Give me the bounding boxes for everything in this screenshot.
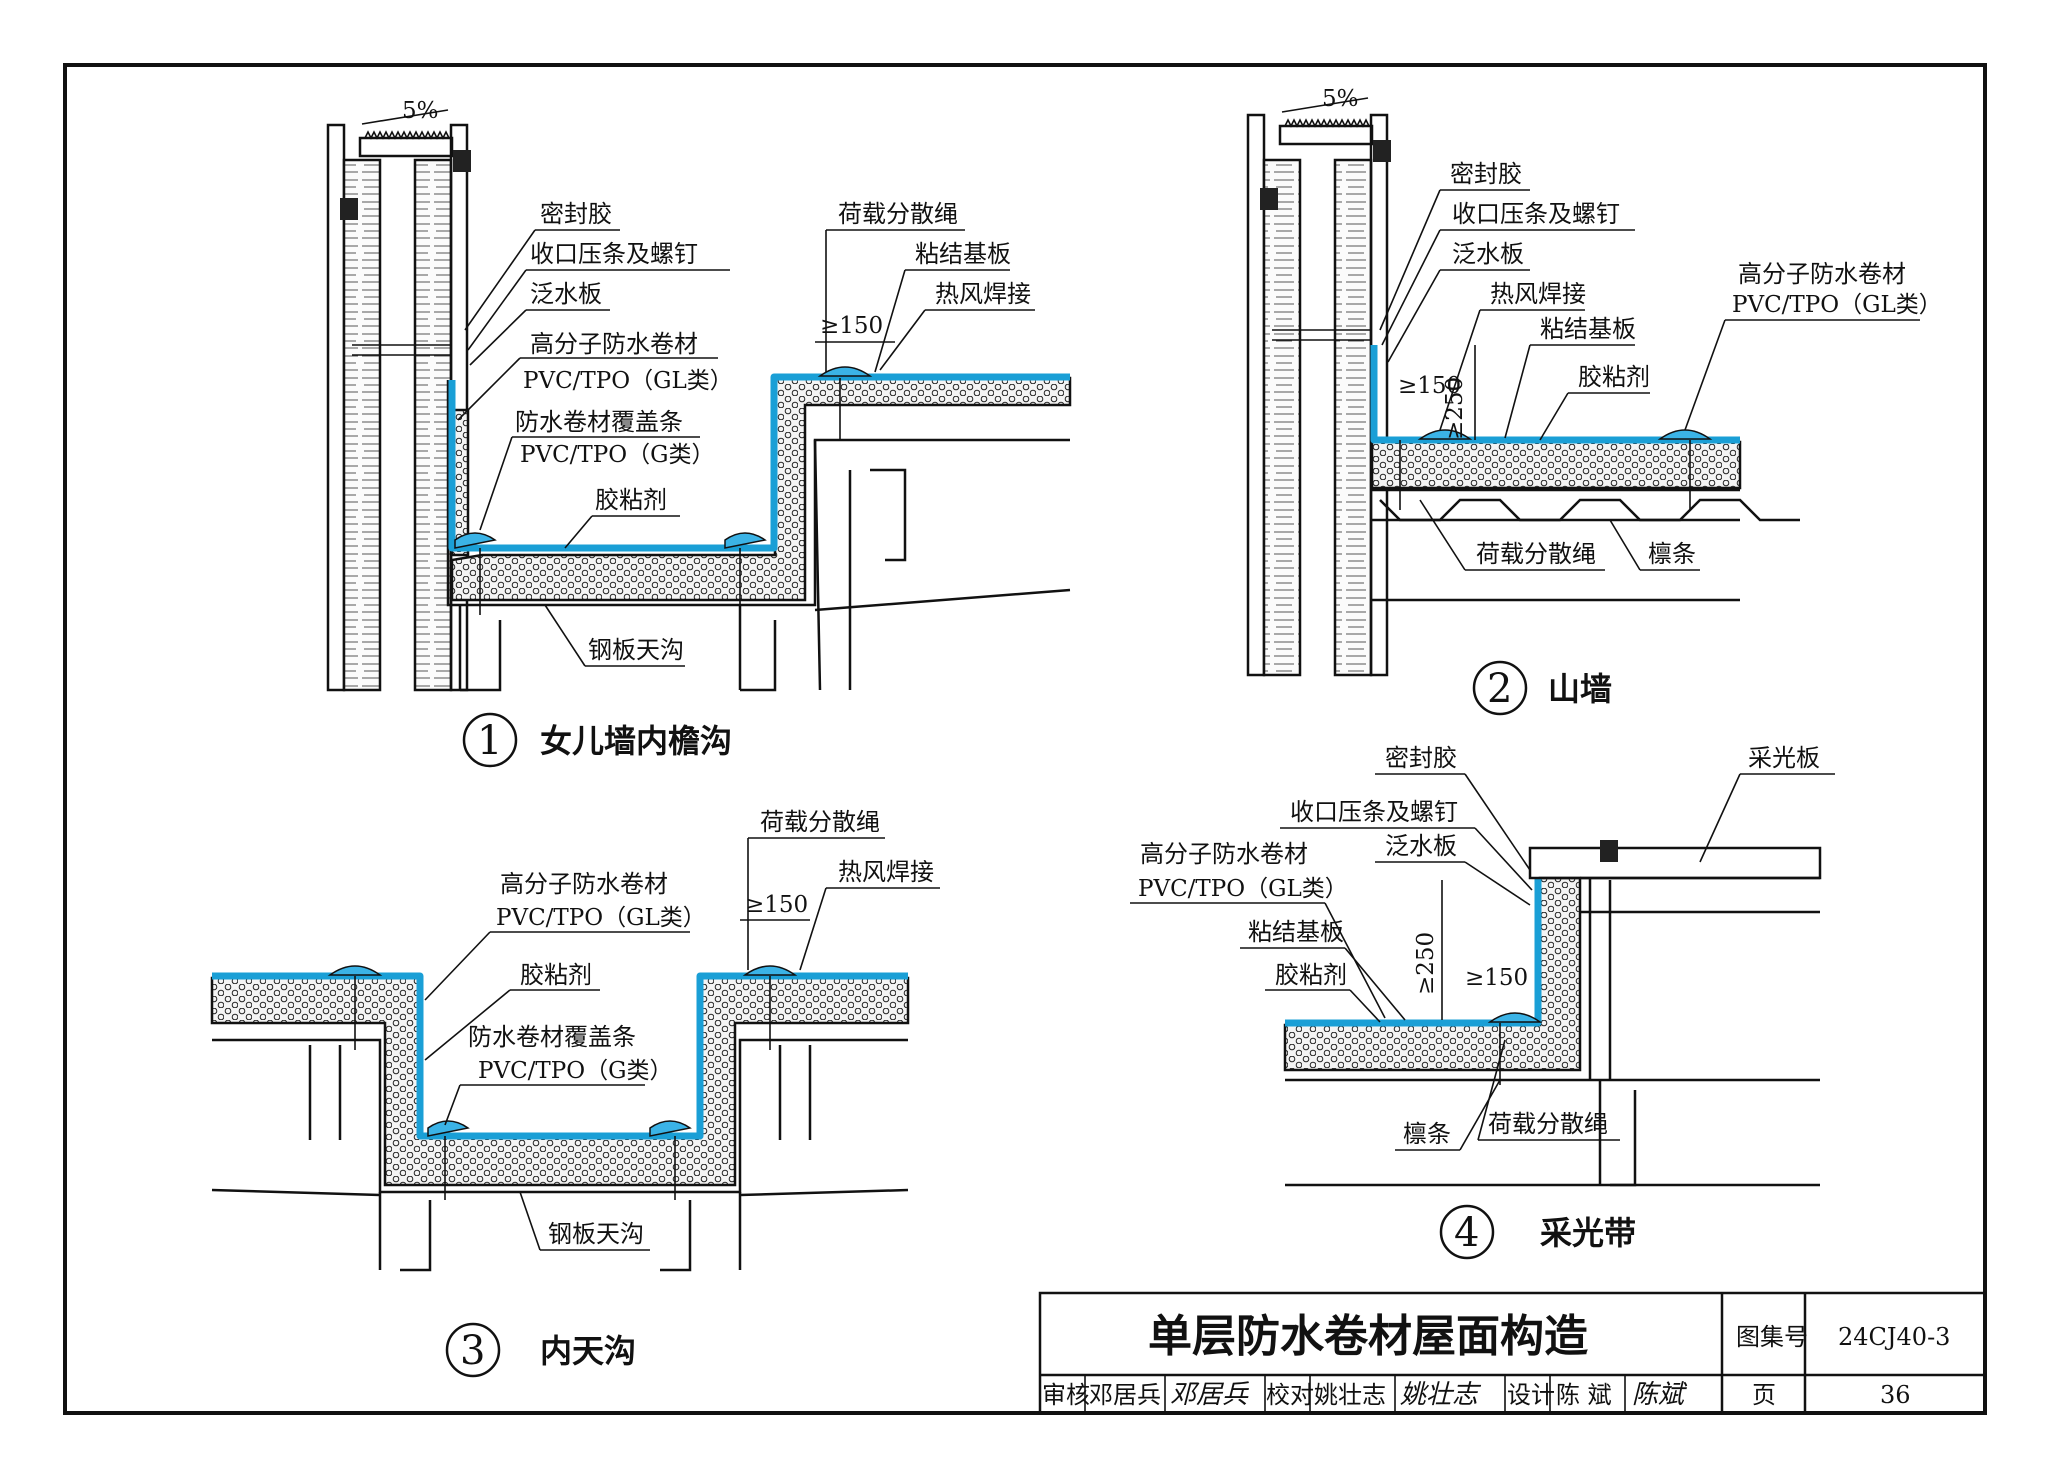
detail-1: 5% 密封胶 收口压条及螺钉 泛水板 高分子防水卷材 PVC/TPO（GL类） … [326, 98, 1072, 768]
dim-4-150: ≥150 [1465, 965, 1528, 991]
label-2-weld: 热风焊接 [1490, 280, 1586, 308]
roof-insulation-2 [1370, 440, 1742, 490]
label-3-membrane: 高分子防水卷材 [500, 870, 668, 898]
detail-2: 5% 密封胶 收口压条及螺钉 泛水板 热风焊接 粘结基板 胶粘剂 高分子防水卷材… [1246, 86, 1942, 716]
label-3-rope: 荷载分散绳 [760, 808, 880, 836]
detail-4-caption: 采光带 [1540, 1214, 1636, 1252]
label-2-membrane-type: PVC/TPO（GL类） [1732, 292, 1942, 318]
detail-4-number: 4 [1454, 1210, 1479, 1256]
dim-3-150: ≥150 [745, 892, 808, 918]
label-3-cover-type: PVC/TPO（G类） [478, 1058, 672, 1084]
dim-2-250: ≥250 [1442, 377, 1468, 440]
membrane-2 [1370, 345, 1740, 444]
label-4-adhesive: 胶粘剂 [1275, 961, 1347, 989]
detail-3: 荷载分散绳 高分子防水卷材 PVC/TPO（GL类） 热风焊接 胶粘剂 防水卷材… [210, 808, 940, 1378]
slope-label-2: 5% [1322, 86, 1359, 112]
reviewer-signature: 邓居兵 [1170, 1380, 1249, 1410]
detail-1-number: 1 [477, 718, 502, 764]
label-2-purlin: 檩条 [1648, 540, 1696, 568]
label-3-gutter: 钢板天沟 [548, 1220, 644, 1248]
check-label: 校对 [1266, 1381, 1314, 1409]
detail-3-number: 3 [460, 1328, 485, 1374]
label-1-sealant: 密封胶 [540, 200, 612, 228]
dim-4-250: ≥250 [1413, 932, 1439, 995]
label-2-board: 粘结基板 [1540, 315, 1636, 343]
steel-gutter-3 [212, 1038, 908, 1194]
label-1-cover: 防水卷材覆盖条 [515, 408, 683, 436]
label-1-rope: 荷载分散绳 [838, 200, 958, 228]
label-4-rope: 荷载分散绳 [1488, 1110, 1608, 1138]
label-1-bar: 收口压条及螺钉 [530, 240, 698, 268]
review-label: 审核 [1042, 1381, 1090, 1409]
label-4-purlin: 檩条 [1403, 1120, 1451, 1148]
label-3-membrane-type: PVC/TPO（GL类） [496, 905, 706, 931]
membrane-4 [1285, 878, 1542, 1027]
label-1-board: 粘结基板 [915, 240, 1011, 268]
detail-1-caption: 女儿墙内檐沟 [540, 722, 732, 760]
label-4-bar: 收口压条及螺钉 [1290, 798, 1458, 826]
dim-2-150: ≥150 [1398, 373, 1461, 399]
label-2-rope: 荷载分散绳 [1476, 540, 1596, 568]
detail-2-caption: 山墙 [1548, 670, 1612, 708]
title-block: 单层防水卷材屋面构造 图集号 24CJ40-3 页 36 审核 邓居兵 邓居兵 … [1038, 1291, 1987, 1415]
label-3-weld: 热风焊接 [838, 858, 934, 886]
design-label: 设计 [1507, 1381, 1555, 1409]
label-2-bar: 收口压条及螺钉 [1452, 200, 1620, 228]
label-4-flashing: 泛水板 [1385, 832, 1457, 860]
skylight-frame-4 [1528, 846, 1822, 880]
dim-1-150: ≥150 [820, 313, 883, 339]
detail-2-number: 2 [1487, 666, 1512, 712]
deck-2 [1372, 488, 1800, 522]
atlas-label: 图集号 [1736, 1323, 1808, 1351]
gable-wall-2 [1246, 113, 1391, 677]
label-1-weld: 热风焊接 [935, 280, 1031, 308]
detail-3-caption: 内天沟 [540, 1332, 636, 1370]
label-1-membrane-type: PVC/TPO（GL类） [523, 368, 733, 394]
label-2-flashing: 泛水板 [1452, 240, 1524, 268]
membrane-1 [448, 373, 1070, 552]
label-1-flashing: 泛水板 [530, 280, 602, 308]
label-1-gutter: 钢板天沟 [588, 636, 684, 664]
slope-label-1: 5% [402, 98, 439, 124]
cover-strip-1a [454, 532, 497, 549]
label-3-cover: 防水卷材覆盖条 [468, 1023, 636, 1051]
cover-strip-1b [724, 532, 767, 549]
designer-signature: 陈斌 [1632, 1380, 1688, 1410]
label-4-skylight: 采光板 [1748, 744, 1820, 772]
label-4-membrane: 高分子防水卷材 [1140, 840, 1308, 868]
checker-name: 姚壮志 [1314, 1381, 1386, 1409]
label-2-adhesive: 胶粘剂 [1578, 363, 1650, 391]
atlas-number: 24CJ40-3 [1838, 1323, 1950, 1351]
label-2-sealant: 密封胶 [1450, 160, 1522, 188]
detail-4: 密封胶 采光板 收口压条及螺钉 泛水板 高分子防水卷材 PVC/TPO（GL类）… [1130, 744, 1835, 1260]
label-3-adhesive: 胶粘剂 [520, 961, 592, 989]
page-label: 页 [1752, 1381, 1776, 1409]
checker-signature: 姚壮志 [1400, 1380, 1482, 1410]
reviewer-name: 邓居兵 [1089, 1381, 1161, 1409]
drawing-title: 单层防水卷材屋面构造 [1148, 1311, 1588, 1362]
label-1-cover-type: PVC/TPO（G类） [520, 442, 714, 468]
sheet-border [63, 63, 1987, 1415]
label-1-adhesive: 胶粘剂 [595, 486, 667, 514]
steel-gutter-1 [446, 380, 1070, 607]
label-4-membrane-type: PVC/TPO（GL类） [1138, 876, 1348, 902]
membrane-3 [212, 972, 908, 1140]
label-4-sealant: 密封胶 [1385, 744, 1457, 772]
label-1-membrane: 高分子防水卷材 [530, 330, 698, 358]
label-4-board: 粘结基板 [1248, 918, 1344, 946]
weld-cap-1 [817, 366, 873, 377]
page-number: 36 [1880, 1381, 1911, 1409]
label-2-membrane: 高分子防水卷材 [1738, 260, 1906, 288]
gutter-insulation-1 [450, 376, 1072, 602]
designer-name: 陈 斌 [1556, 1381, 1612, 1409]
